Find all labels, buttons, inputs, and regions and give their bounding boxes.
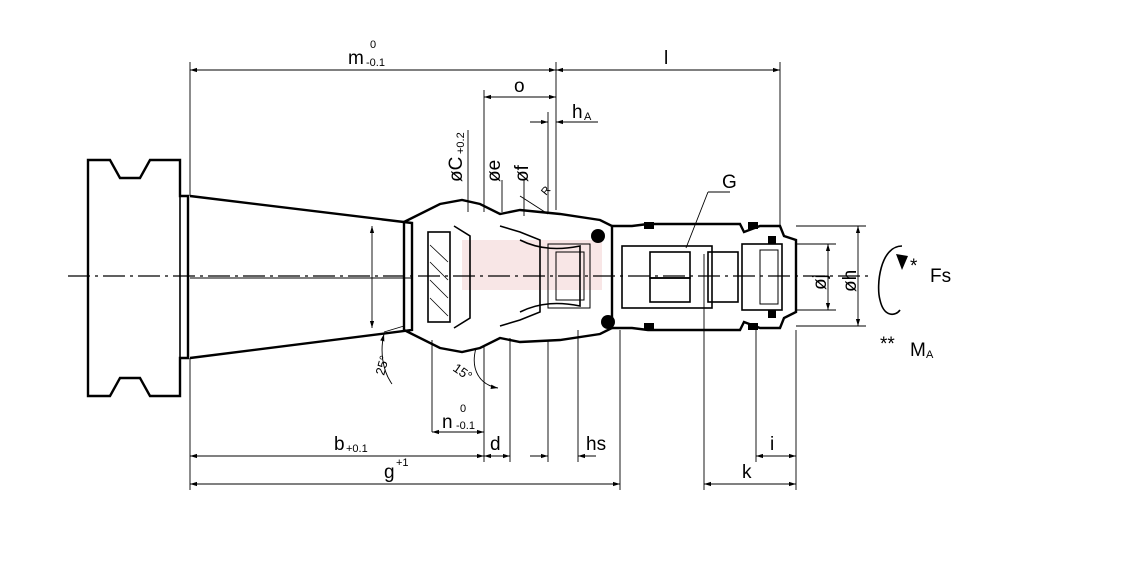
label-r: R bbox=[539, 184, 553, 198]
label-f: øf bbox=[512, 164, 533, 182]
dimension-lines bbox=[190, 67, 861, 487]
svg-text:h: h bbox=[572, 102, 583, 123]
svg-text:+0.1: +0.1 bbox=[346, 443, 368, 455]
label-b: b +0.1 bbox=[334, 434, 368, 455]
ball-top bbox=[591, 229, 605, 243]
svg-text:+0.2: +0.2 bbox=[455, 132, 467, 154]
svg-text:b: b bbox=[334, 434, 345, 455]
label-o: o bbox=[514, 76, 525, 97]
moment-arrow bbox=[877, 245, 908, 316]
label-c: øC +0.2 bbox=[446, 132, 467, 182]
annotation-fs: * Fs bbox=[910, 256, 951, 287]
svg-text:m: m bbox=[348, 48, 364, 69]
svg-text:**: ** bbox=[880, 334, 895, 355]
flange-body bbox=[86, 158, 190, 398]
label-d: d bbox=[490, 434, 501, 455]
svg-text:-0.1: -0.1 bbox=[366, 57, 385, 69]
watermark bbox=[462, 240, 602, 290]
label-hA: h A bbox=[572, 102, 592, 123]
svg-text:A: A bbox=[584, 111, 592, 123]
svg-text:Fs: Fs bbox=[930, 266, 951, 287]
label-G: G bbox=[722, 172, 737, 193]
svg-text:g: g bbox=[384, 462, 395, 483]
svg-text:-0.1: -0.1 bbox=[456, 420, 475, 432]
label-h: øh bbox=[840, 270, 861, 292]
annotation-ma: ** M A bbox=[880, 334, 934, 361]
svg-text:*: * bbox=[910, 256, 918, 277]
angle-25: 25° bbox=[372, 354, 392, 377]
angle-15: 15° bbox=[450, 360, 475, 384]
label-j: øj bbox=[810, 274, 831, 290]
svg-text:0: 0 bbox=[370, 39, 376, 51]
extension-lines bbox=[189, 62, 866, 490]
svg-text:øC: øC bbox=[446, 157, 467, 182]
svg-text:+1: +1 bbox=[396, 457, 409, 469]
label-n: n 0 -0.1 bbox=[442, 403, 475, 433]
label-i: i bbox=[770, 434, 774, 455]
label-m: m 0 -0.1 bbox=[348, 39, 385, 69]
svg-text:A: A bbox=[926, 349, 934, 361]
spindle-internals bbox=[621, 222, 783, 330]
label-g: g +1 bbox=[384, 457, 409, 483]
svg-text:0: 0 bbox=[460, 403, 466, 415]
ball-bottom bbox=[601, 315, 615, 329]
label-e: øe bbox=[484, 160, 505, 182]
svg-text:n: n bbox=[442, 412, 453, 433]
label-l: l bbox=[664, 48, 668, 69]
collet-section bbox=[427, 225, 591, 329]
taper-body bbox=[189, 194, 414, 360]
label-k: k bbox=[742, 462, 752, 483]
svg-text:M: M bbox=[910, 340, 926, 361]
spindle-body bbox=[612, 222, 798, 332]
label-hs: hs bbox=[586, 434, 606, 455]
